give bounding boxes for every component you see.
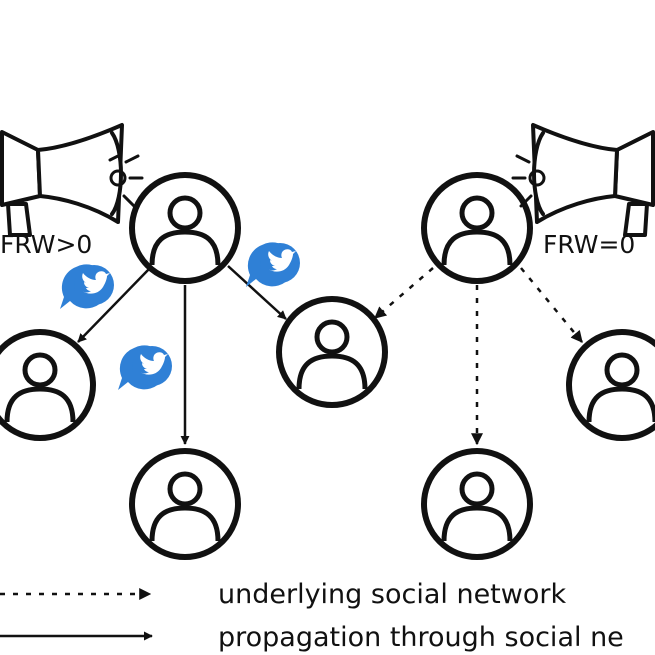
megaphone-icon [511,123,655,237]
megaphone-icon [0,123,144,237]
twitter-bubble-icon [60,264,114,309]
user-icon [424,175,530,281]
left-speaker-label: FRW>0 [0,230,92,259]
user-icon [424,451,530,557]
right-speaker-label: FRW=0 [543,230,635,259]
edge-right-to-middle-child [374,267,434,319]
legend-dotted-label: underlying social network [218,579,566,610]
solid-edges [77,265,287,445]
edge-right-to-right-child [520,267,583,343]
user-icon [569,332,655,438]
edge-left-to-left-child [77,267,151,343]
edge-left-to-middle-child [227,265,287,320]
user-icon [132,175,238,281]
dotted-edges [374,267,583,446]
legend: underlying social network propagation th… [0,579,624,653]
user-icon [0,332,93,438]
user-icon [279,299,385,405]
twitter-bubble-icon [118,345,172,390]
twitter-bubble-icon [246,242,300,287]
legend-solid-label: propagation through social ne [218,622,624,653]
user-icon [132,451,238,557]
